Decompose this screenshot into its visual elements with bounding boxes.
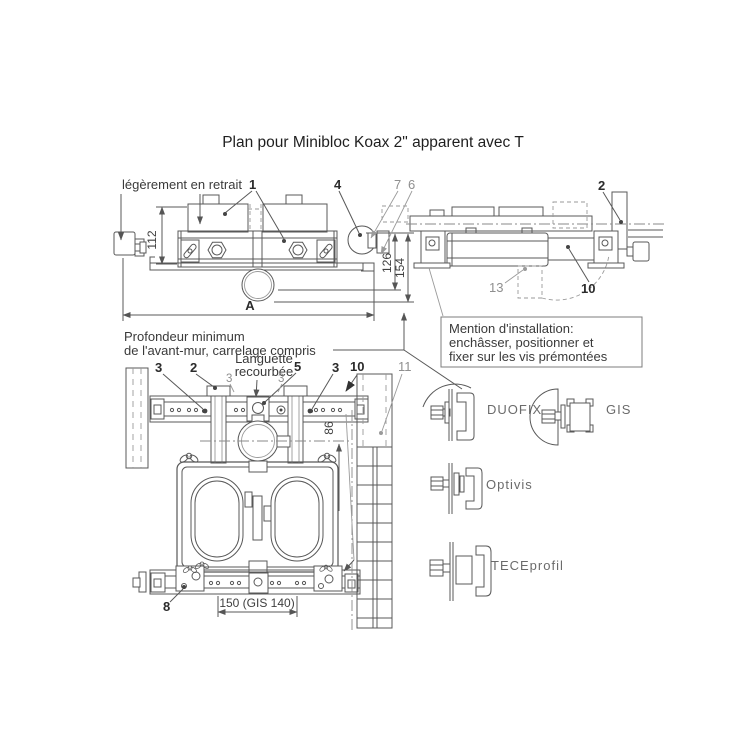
- gis-label: GIS: [606, 402, 631, 417]
- note-mention-line1: Mention d'installation:: [449, 321, 574, 336]
- note-mention-line2: enchâsser, positionner et: [449, 335, 594, 350]
- dim-150: 150 (GIS 140): [219, 596, 294, 610]
- valve-handle-left-icon: [183, 243, 197, 259]
- note-depth-line1: Profondeur minimum: [124, 329, 245, 344]
- callout-4: 4: [334, 177, 342, 192]
- callout-5: 5: [294, 359, 301, 374]
- optivis-label: Optivis: [486, 477, 533, 492]
- wing-nut-icon: [179, 452, 199, 463]
- callout-3-left: 3: [155, 360, 162, 375]
- installation-note-box: Mention d'installation: enchâsser, posit…: [428, 267, 643, 368]
- note-tongue-line1: Languette: [235, 351, 293, 366]
- note-tongue-line2: recourbée: [235, 364, 294, 379]
- callout-3-right: 3: [332, 360, 339, 375]
- callout-8: 8: [163, 599, 170, 614]
- callout-3-small-left: 3: [226, 373, 232, 385]
- dim-112: 112: [145, 230, 159, 249]
- dim-86: 86: [322, 421, 336, 435]
- teceprofil-label: TECEprofil: [491, 558, 564, 573]
- callout-13: 13: [489, 280, 503, 295]
- wing-nut-icon: [182, 565, 198, 573]
- note-recess: légèrement en retrait: [122, 177, 242, 192]
- bottom-view-drawing: 86: [125, 351, 412, 630]
- callout-2-bottom: 2: [190, 360, 197, 375]
- valve-handle-right-icon: [319, 243, 333, 259]
- callout-1: 1: [249, 177, 256, 192]
- hex-nut-icon: [288, 241, 308, 259]
- dim-a: A: [245, 298, 255, 313]
- callout-3-small-right: 3: [278, 373, 284, 385]
- gis-icon: [529, 388, 594, 446]
- callout-10-side: 10: [581, 281, 595, 296]
- mounting-systems-panel: DUOFIX GIS Optivis: [422, 383, 631, 601]
- front-view-drawing: 112 126 154 A légèrement en retrait 1 4 …: [113, 177, 463, 390]
- wing-nut-icon: [319, 564, 333, 572]
- duofix-icon: [422, 383, 475, 441]
- callout-11: 11: [398, 359, 412, 374]
- callout-2: 2: [598, 178, 605, 193]
- dim-154: 154: [393, 258, 407, 278]
- bottom-rail-holes: [208, 580, 307, 586]
- hex-nut-icon: [207, 241, 227, 259]
- callout-7: 7: [394, 177, 401, 192]
- callout-10-bottom: 10: [350, 359, 364, 374]
- wing-nut-icon: [317, 452, 337, 463]
- note-mention-line3: fixer sur les vis prémontées: [449, 349, 608, 364]
- callout-6: 6: [408, 177, 415, 192]
- dim-126: 126: [380, 253, 394, 273]
- duofix-label: DUOFIX: [487, 402, 542, 417]
- page-title: Plan pour Minibloc Koax 2" apparent avec…: [222, 134, 524, 151]
- wing-nut-icon: [194, 561, 210, 569]
- side-view-drawing: 2 13 10: [406, 178, 664, 301]
- note-depth-line2: de l'avant-mur, carrelage compris: [124, 343, 316, 358]
- optivis-icon: [430, 463, 483, 514]
- teceprofil-icon: [429, 542, 492, 601]
